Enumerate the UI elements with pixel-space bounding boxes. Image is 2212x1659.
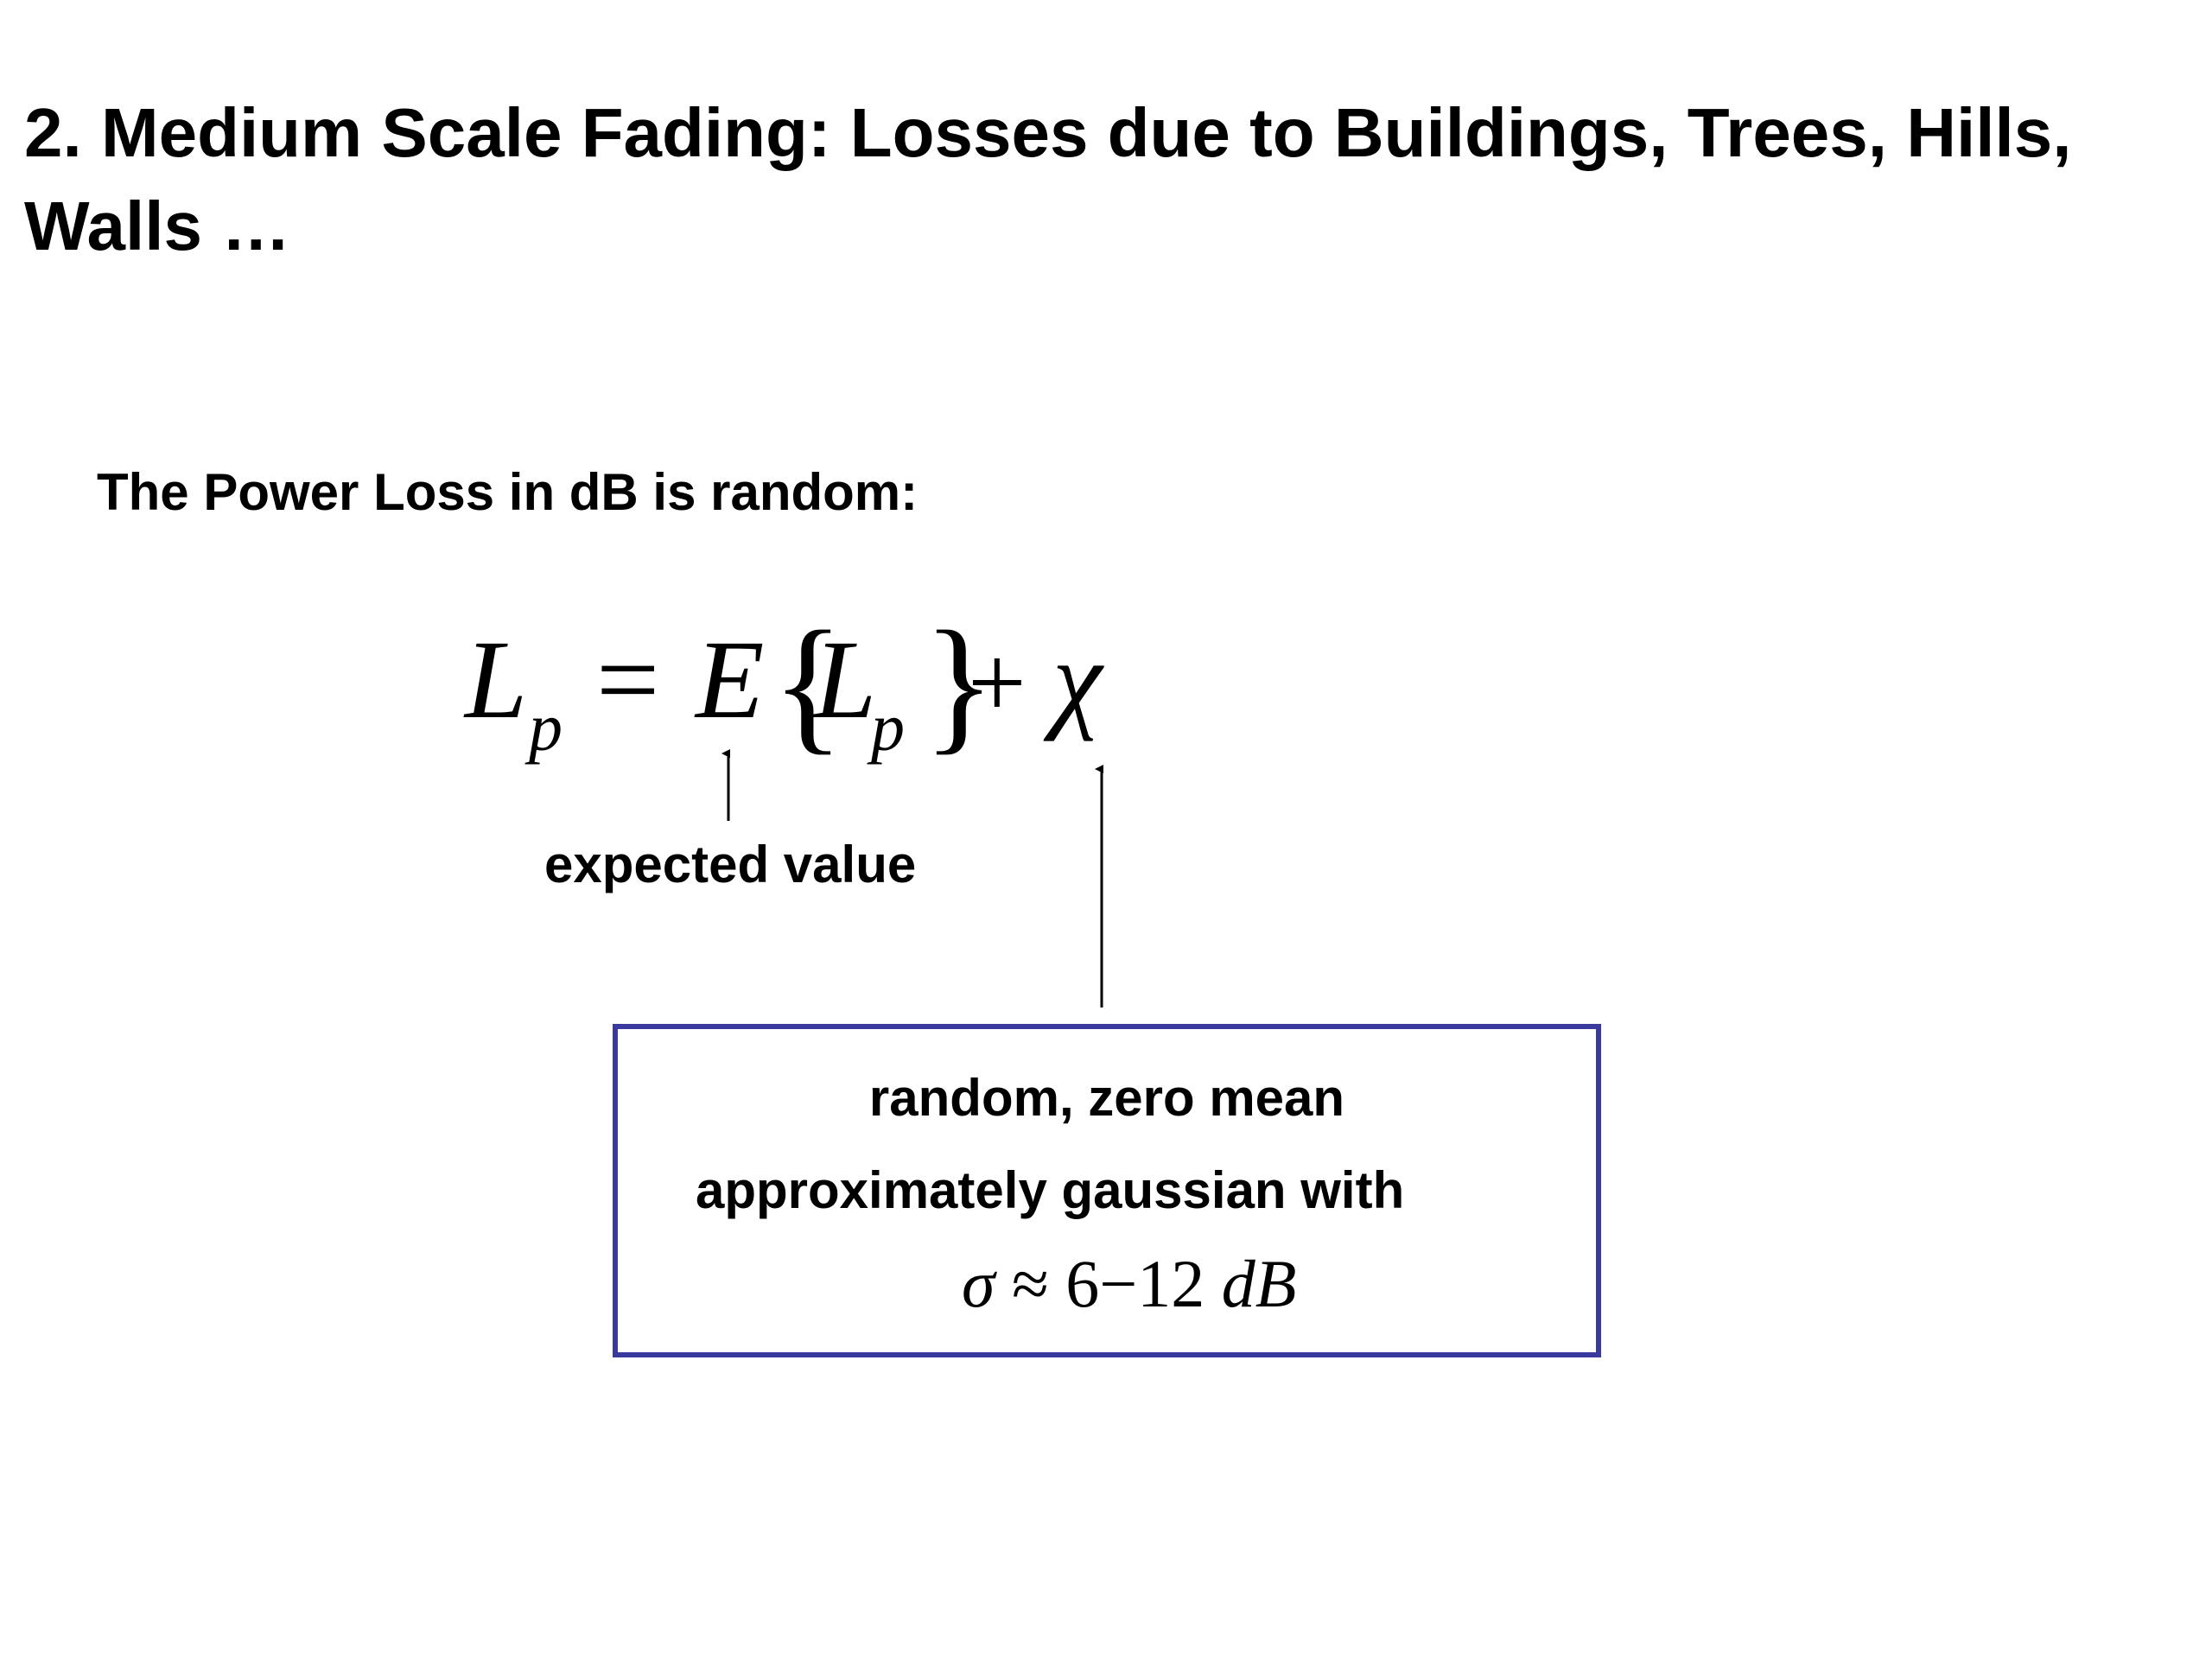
- sigma-symbol: σ: [962, 1246, 995, 1321]
- equals-sign: =: [596, 618, 659, 742]
- note-box: random, zero mean approximately gaussian…: [613, 1024, 1601, 1357]
- approx-sign: ≈: [1011, 1246, 1049, 1321]
- inner-symbol: L: [812, 618, 876, 742]
- close-brace: }: [923, 600, 995, 767]
- open-brace: {: [772, 600, 844, 767]
- sigma-unit: dB: [1221, 1246, 1297, 1321]
- plus-sign: +: [968, 625, 1027, 740]
- inner-subscript: p: [867, 690, 905, 765]
- note-line-random-zero-mean: random, zero mean: [868, 1069, 1345, 1127]
- expected-value-label: expected value: [544, 836, 917, 893]
- slide-title: 2. Medium Scale Fading: Losses due to Bu…: [24, 94, 2072, 264]
- lhs-symbol: L: [463, 618, 527, 742]
- expectation-operator: E: [694, 618, 764, 742]
- intro-text: The Power Loss in dB is random:: [97, 463, 918, 521]
- note-line-gaussian: approximately gaussian with: [696, 1161, 1405, 1219]
- sigma-range: 6−12: [1065, 1246, 1205, 1321]
- random-term-chi: χ: [1043, 618, 1104, 742]
- lhs-subscript: p: [524, 690, 563, 765]
- sigma-formula: σ ≈ 6−12 dB: [962, 1245, 1296, 1323]
